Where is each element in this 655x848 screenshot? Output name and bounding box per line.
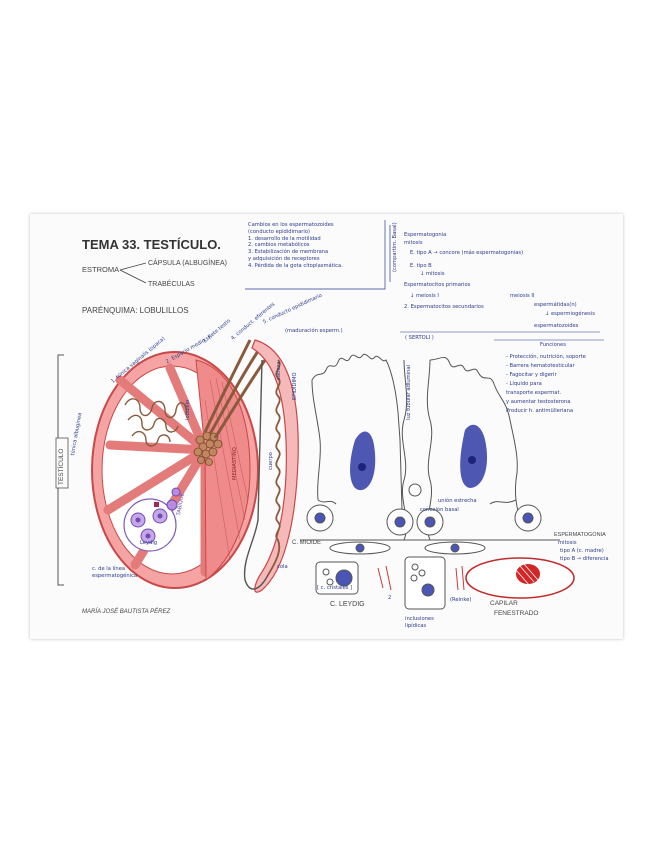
lobulillo-label: lobulillo xyxy=(185,399,191,420)
espermatogonia-label: ESPERMATOGONIA xyxy=(554,532,606,538)
funciones-title: Funciones xyxy=(540,342,566,348)
funcion-item: - Fagocitar y digerir xyxy=(506,372,557,378)
esp-tipo2: tipo A (c. madre) xyxy=(560,548,604,554)
funcion-item: - Barrera hematotesticular xyxy=(506,363,575,369)
mioide-label: C. MIOIDE xyxy=(292,540,322,546)
leydig-label: C. LEYDIG xyxy=(330,601,365,608)
epi-note: 1. desarrollo de la motilidad xyxy=(248,235,321,242)
seminiferous-tubules xyxy=(124,398,187,447)
linea-espermatogenica-label: c. de la línea espermatogénica xyxy=(92,566,138,579)
basal-cells xyxy=(306,483,542,536)
myoid-cells xyxy=(329,541,486,555)
tipo-a-label: E. tipo A → concore (más espermatogonias… xyxy=(410,250,524,256)
espermatidas-label: espermátidas(n) xyxy=(534,302,577,308)
leydig-detail-label: [ c. cristales ] xyxy=(317,585,353,591)
author-name: MARÍA JOSÉ BAUTISTA PÉREZ xyxy=(82,609,171,615)
sertoli-nuclei xyxy=(350,424,488,491)
parenquima-label: PARÉNQUIMA: LOBULILLOS xyxy=(82,306,189,315)
leydig-number: 2 xyxy=(388,595,392,601)
ductus-deferens xyxy=(243,359,269,590)
funcion-item: - Protección, nutrición, soporte xyxy=(506,354,586,360)
meiosis1-label: ↓ meiosis I xyxy=(410,293,439,299)
sertoli-title: ( SERTOLI ) xyxy=(405,335,434,341)
esp-tipo3: tipo B → diferencia xyxy=(560,556,609,562)
leydig-small-label: Leydig xyxy=(140,540,158,546)
epi-note: 2. cambios metabólicos xyxy=(248,242,310,249)
espermatogonia-title: Espermatogonia xyxy=(404,232,447,238)
fenestrado-label: FENESTRADO xyxy=(494,610,539,617)
espermatozoides-label: espermatozoides xyxy=(534,323,579,329)
testiculo-label: TESTÍCULO xyxy=(58,448,65,485)
reinke-label: (Reinke) xyxy=(450,597,472,603)
espermiogenesis-label: ↓ espermiogénesis xyxy=(545,311,595,317)
testis-body xyxy=(91,339,299,593)
rete-testis xyxy=(193,431,223,466)
primarios-label: Espermatocitos primarios xyxy=(404,282,471,288)
epi-note: 3. Estabilización de membrana xyxy=(248,249,329,256)
interstitium-marks xyxy=(377,565,465,591)
luz-tubular-label: luz tubular adluminal xyxy=(406,364,412,420)
funciones-list: - Protección, nutrición, soporte - Barre… xyxy=(506,353,586,416)
epi-note: Cambios en los espermatozoides xyxy=(248,222,334,228)
epi-note: y adquisición de receptores xyxy=(248,255,320,262)
mediastino-label: MEDIASTINO xyxy=(232,447,238,480)
funcion-item: Producir h. antimülleriana xyxy=(506,408,574,414)
funcion-item: - Líquido para xyxy=(506,381,542,387)
leydig-cells xyxy=(315,556,446,610)
secundarios-label: 2. Espermatocitos secundarios xyxy=(404,304,484,310)
cuerpo-label: cuerpo xyxy=(268,452,274,470)
capilar-label: CAPILAR xyxy=(490,600,518,607)
testiculo-box xyxy=(55,437,69,489)
tubule-cross-section xyxy=(123,487,181,552)
mitosis-label: mitosis xyxy=(404,240,423,246)
mediastinum xyxy=(195,359,251,582)
page-title: TEMA 33. TESTÍCULO. xyxy=(82,237,221,252)
epi-note: 4. Pérdida de la gota citoplasmática. xyxy=(248,262,343,269)
funcion-item: transporte espermat. xyxy=(506,390,562,396)
mitosis2-label: ↓ mitosis xyxy=(420,271,445,277)
meiosis2-label: meiosis II xyxy=(510,293,535,299)
epi-note: (conducto epididimario) xyxy=(248,228,311,235)
epididimo-notes: Cambios en los espermatozoides (conducto… xyxy=(248,222,343,270)
inclusiones-label: inclusiones lipídicas xyxy=(405,616,434,629)
trabeculas-label: TRABÉCULAS xyxy=(148,281,195,288)
epididymal-duct xyxy=(267,359,281,576)
maduracion-label: (maduración esperm.) xyxy=(285,328,343,334)
capsula-label: CÁPSULA (ALBUGÍNEA) xyxy=(148,260,227,267)
conexion-basal-label: conexión basal xyxy=(420,507,459,513)
capillary xyxy=(465,557,575,599)
cabeza-label: cabeza xyxy=(276,361,282,380)
tipo-b-label: E. tipo B xyxy=(410,263,432,269)
union-estrecha-label: unión estrecha xyxy=(438,498,477,504)
cola-label: cola xyxy=(277,564,288,570)
estroma-label: ESTROMA xyxy=(82,265,120,274)
funcion-item: y aumentar testosterona xyxy=(506,399,571,405)
epididimo-label: EPIDÍDIMO xyxy=(292,372,298,400)
esp-tipo1: mitosis xyxy=(558,540,577,546)
